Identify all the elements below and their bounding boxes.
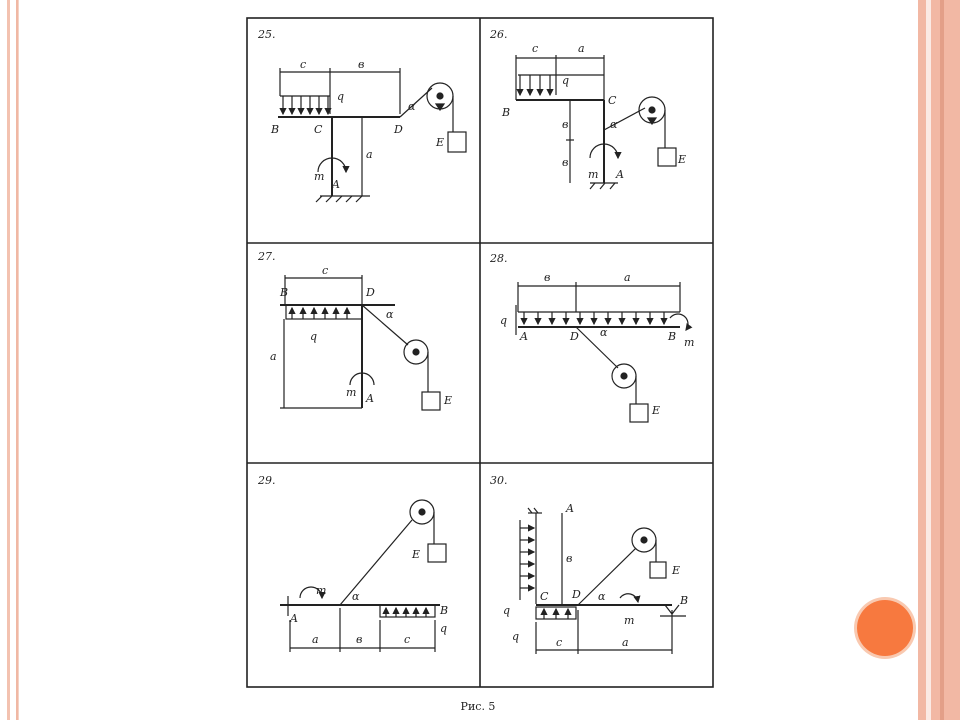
diagram-label: A (365, 392, 374, 405)
diagram-label: 25. (257, 28, 276, 41)
panel-25-labels: 25. c в q B C D E m A a α (257, 28, 444, 191)
diagram-label: B (501, 106, 510, 119)
diagram-label: A (331, 178, 340, 191)
diagram-label: 27. (257, 250, 276, 263)
diagram-label: c (404, 633, 410, 646)
diagram-label: a (270, 350, 277, 363)
diagram-label: D (571, 588, 581, 601)
panel-29-labels: 29. m α A B q a в c E (257, 474, 448, 646)
diagram-label: в (562, 118, 568, 131)
diagram-label: a (578, 42, 585, 55)
diagram-label: 30. (490, 474, 508, 487)
grid-frame (246, 17, 714, 688)
diagram-label: в (544, 271, 550, 284)
diagram-label: B (679, 594, 688, 607)
panel-27-labels: 27. c B D q a α m A E (257, 250, 452, 407)
diagram-label: m (624, 614, 634, 627)
diagram-label: α (600, 326, 608, 339)
diagram-label: q (503, 604, 510, 617)
diagram-label: m (316, 584, 326, 597)
diagram-label: α (352, 590, 360, 603)
panel-30 (519, 507, 686, 654)
diagram-label: E (651, 404, 660, 417)
diagram-label: D (365, 286, 375, 299)
diagram-label: C (314, 123, 323, 136)
diagram-label: A (615, 168, 624, 181)
diagram-label: q (512, 630, 519, 643)
diagram-label: в (356, 633, 362, 646)
diagram-label: 26. (489, 28, 508, 41)
figure-caption: Рис. 5 (460, 700, 496, 713)
diagram-label: E (677, 153, 686, 166)
diagram-label: α (386, 308, 394, 321)
diagram-label: m (588, 168, 598, 181)
diagram-label: D (393, 123, 403, 136)
diagram-label: E (671, 564, 680, 577)
diagram-label: B (270, 123, 279, 136)
diagram-label: 28. (489, 252, 508, 265)
diagram-label: c (532, 42, 538, 55)
diagram-label: α (610, 118, 618, 131)
diagram-label: q (440, 622, 447, 635)
diagram-label: a (312, 633, 319, 646)
diagram-label: a (624, 271, 631, 284)
diagram-label: m (684, 336, 694, 349)
diagram-label: a (622, 636, 629, 649)
diagram-label: B (667, 330, 676, 343)
diagram-label: A (519, 330, 528, 343)
diagram-label: q (500, 314, 507, 327)
diagram-label: q (310, 330, 317, 343)
diagram-label: в (566, 552, 572, 565)
diagram-label: m (314, 170, 324, 183)
panel-28-labels: 28. в a q A D α B m E (489, 252, 694, 417)
right-frame-decoration (918, 0, 960, 720)
accent-circle (857, 600, 913, 656)
left-frame-decoration (0, 0, 18, 720)
diagram-label: E (411, 548, 420, 561)
diagram-label: B (439, 604, 448, 617)
panel-26-labels: 26. c a q B C в в A m E α (489, 28, 686, 181)
diagram-label: c (556, 636, 562, 649)
panel-30-labels: 30. A в C D α m B q q c a E (490, 474, 688, 649)
panel-26 (515, 55, 677, 190)
diagram-label: B (279, 286, 288, 299)
diagram-label: c (300, 58, 306, 71)
diagram-label: 29. (257, 474, 276, 487)
diagram-label: c (322, 264, 328, 277)
diagram-label: m (346, 386, 356, 399)
diagram-label: C (540, 590, 549, 603)
panel-28 (515, 282, 693, 423)
diagram-label: C (608, 94, 617, 107)
panel-27 (280, 275, 441, 411)
diagram-label: a (366, 148, 373, 161)
diagram-label: E (443, 394, 452, 407)
diagram-label: в (358, 58, 364, 71)
diagram-label: A (289, 612, 298, 625)
diagram-label: D (569, 330, 579, 343)
diagram-label: q (562, 74, 569, 87)
diagram-label: A (565, 502, 574, 515)
diagram-label: α (408, 100, 416, 113)
panel-29 (280, 499, 447, 652)
diagram-label: q (337, 90, 344, 103)
diagram-label: α (598, 590, 606, 603)
slide-border (18, 0, 918, 720)
diagram-label: в (562, 156, 568, 169)
diagram-label: E (435, 136, 444, 149)
panel-25 (278, 68, 467, 203)
